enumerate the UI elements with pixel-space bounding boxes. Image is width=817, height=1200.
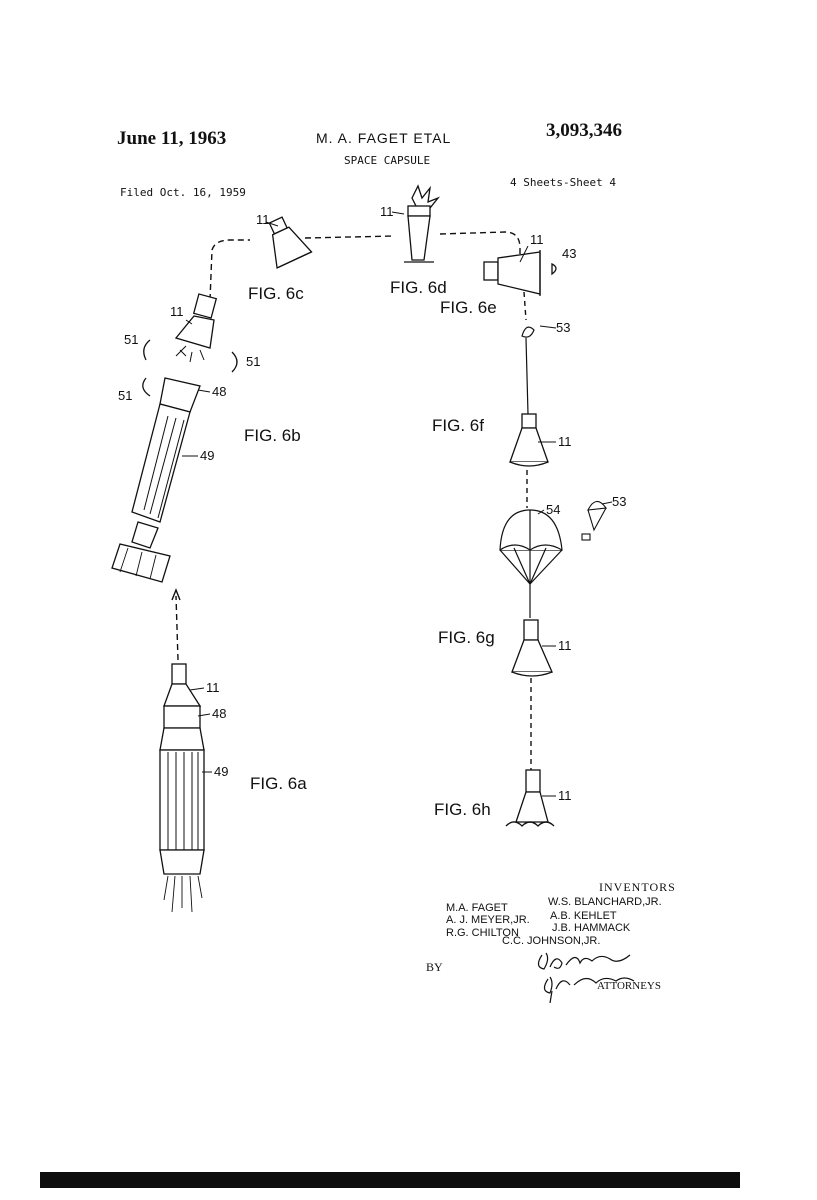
fig-6a-label: FIG. 6a: [250, 774, 307, 793]
inventor-name: C.C. JOHNSON,JR.: [502, 935, 601, 947]
capsule-6h: [505, 769, 555, 827]
filed-date: Filed Oct. 16, 1959: [120, 186, 246, 199]
ref-53: 53: [556, 320, 571, 335]
ref-11: 11: [558, 788, 572, 803]
fig-6f-label: FIG. 6f: [432, 416, 484, 435]
inventor-name: J.B. HAMMACK: [552, 922, 631, 934]
patent-title: SPACE CAPSULE: [344, 154, 431, 167]
drogue-chute-53-detached: [581, 500, 607, 541]
capsule-6e: [483, 250, 557, 296]
ref-11: 11: [530, 232, 544, 247]
trajectory-path: [209, 239, 250, 301]
fig-6e-label: FIG. 6e: [440, 298, 497, 317]
main-parachute-54: [499, 509, 563, 618]
capsule-6c: [268, 216, 313, 269]
capsule-6b: [174, 293, 218, 363]
inventor-name: A.B. KEHLET: [550, 910, 617, 922]
drogue-chute-6f: [521, 326, 535, 415]
attorney-signature: [537, 952, 635, 1004]
attorneys-label: ATTORNEYS: [597, 980, 661, 992]
capsule-6g: [511, 619, 553, 677]
ref-11: 11: [558, 434, 572, 449]
inventor-name: M.A. FAGET: [446, 902, 508, 914]
ref-11: 11: [256, 212, 270, 227]
inventor-line: M. A. FAGET ETAL: [316, 130, 452, 146]
patent-date: June 11, 1963: [117, 128, 227, 149]
ref-49: 49: [214, 764, 229, 779]
trajectory-path: [175, 595, 179, 661]
ref-48: 48: [212, 706, 227, 721]
capsule-6d: [404, 184, 441, 263]
booster-6b: [111, 377, 201, 583]
ref-43: 43: [562, 246, 577, 261]
fig-6g-label: FIG. 6g: [438, 628, 495, 647]
fig-6h-label: FIG. 6h: [434, 800, 491, 819]
tower-ring-51: [143, 339, 151, 361]
tower-ring-51: [142, 377, 151, 397]
ref-48: 48: [212, 384, 227, 399]
ref-51: 51: [118, 388, 133, 403]
sheet-count: 4 Sheets-Sheet 4: [510, 176, 616, 189]
fig-6c-label: FIG. 6c: [248, 284, 304, 303]
ref-11: 11: [558, 638, 572, 653]
inventors-heading: INVENTORS: [599, 880, 676, 894]
ref-54: 54: [546, 502, 561, 517]
trajectory-path: [304, 235, 396, 239]
ref-11: 11: [170, 304, 184, 319]
ref-53: 53: [612, 494, 627, 509]
scan-footer-bar: [40, 1172, 740, 1188]
ref-11: 11: [380, 204, 394, 219]
patent-number: 3,093,346: [546, 120, 622, 141]
ref-11: 11: [206, 680, 220, 695]
ref-51: 51: [246, 354, 261, 369]
trajectory-path: [523, 291, 527, 321]
trajectory-path: [439, 231, 521, 258]
inventor-name: W.S. BLANCHARD,JR.: [548, 896, 662, 908]
tower-ring-51: [231, 351, 238, 373]
fig-6d-label: FIG. 6d: [390, 278, 447, 297]
rocket-6a: [159, 663, 205, 913]
ref-51: 51: [124, 332, 139, 347]
by-label: BY: [426, 960, 443, 974]
inventor-name: A. J. MEYER,JR.: [446, 914, 530, 926]
fig-6b-label: FIG. 6b: [244, 426, 301, 445]
inventor-name: R.G. CHILTON: [446, 927, 519, 939]
capsule-6f: [509, 413, 549, 467]
ref-49: 49: [200, 448, 215, 463]
